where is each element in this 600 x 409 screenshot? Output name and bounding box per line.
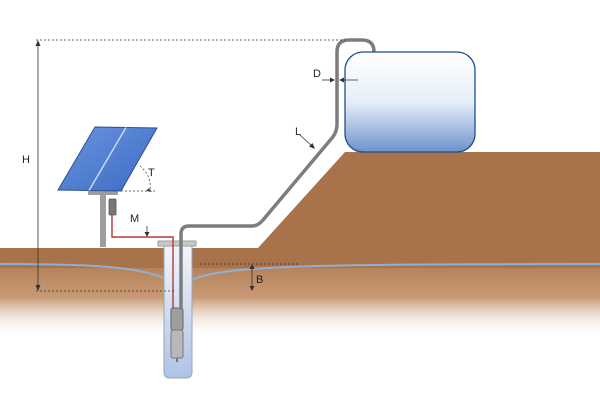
label-m: M xyxy=(130,213,139,225)
controller-box xyxy=(108,198,117,216)
solar-panel-icon xyxy=(57,126,158,192)
tilt-angle-indicator xyxy=(121,165,156,192)
ground-embankment xyxy=(0,152,600,268)
label-b: B xyxy=(256,274,263,286)
label-h: H xyxy=(22,154,30,166)
water-tank-icon xyxy=(344,51,476,153)
drawdown-dimension xyxy=(200,263,300,291)
label-l: L xyxy=(295,126,301,138)
solar-post xyxy=(88,190,118,247)
cable-length-marker xyxy=(144,226,150,237)
pipe-diameter-marker xyxy=(322,77,358,83)
pipe-length-leader xyxy=(299,134,315,149)
power-cable xyxy=(111,213,174,308)
submersible-pump-icon xyxy=(170,307,184,362)
height-dimension xyxy=(35,39,345,292)
label-d: D xyxy=(313,68,321,80)
label-t: T xyxy=(148,167,155,179)
delivery-pipe xyxy=(179,38,376,310)
